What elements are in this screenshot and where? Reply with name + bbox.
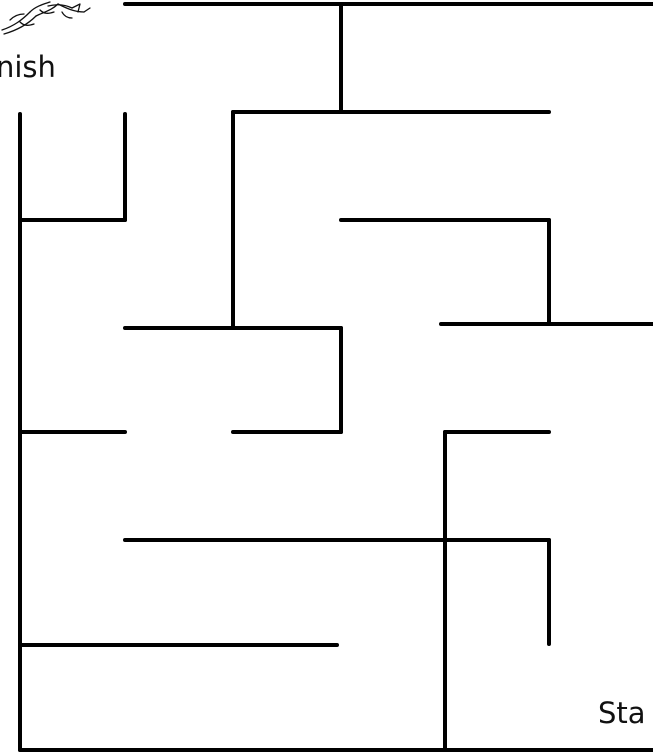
finish-label: nish <box>0 53 56 82</box>
dragon-icon <box>0 0 96 40</box>
start-label: Sta <box>598 699 646 728</box>
